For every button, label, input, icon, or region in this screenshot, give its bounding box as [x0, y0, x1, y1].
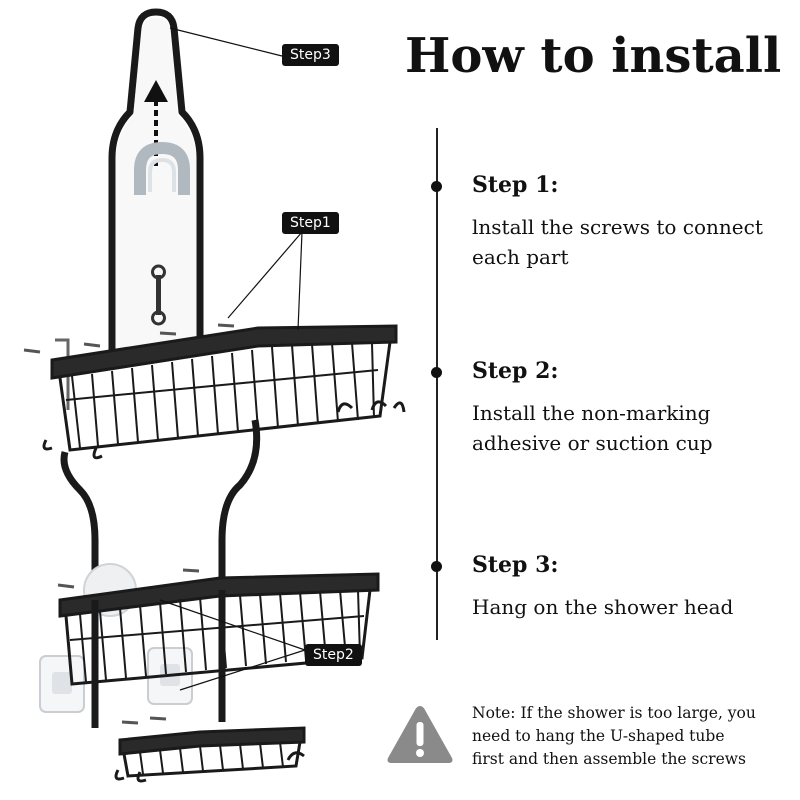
step-2-heading: Step 2: [472, 358, 559, 384]
step-3: Step 3: Hang on the shower head [472, 552, 792, 622]
timeline-dot-step3 [431, 561, 442, 572]
note-line1: Note: If the shower is too large, you [472, 704, 756, 722]
callout-step3: Step3 [282, 44, 339, 66]
u-tube-icon [134, 141, 190, 195]
step-3-text-line1: Hang on the shower head [472, 595, 734, 619]
step-2: Step 2: Install the non-marking adhesive… [472, 358, 792, 458]
step-1: Step 1: lnstall the screws to connect ea… [472, 172, 792, 272]
upper-frame [108, 8, 204, 352]
upper-frame-glass [116, 18, 196, 350]
up-arrow-icon [144, 80, 168, 170]
product-illustration [23, 8, 406, 783]
step-3-heading: Step 3: [472, 552, 559, 578]
callout-step2: Step2 [305, 644, 362, 666]
page-title: How to install [405, 28, 782, 84]
step-2-text-line1: Install the non-marking [472, 401, 711, 425]
warning-icon [387, 706, 453, 763]
screws-middle [57, 568, 200, 725]
lower-frame [91, 590, 226, 728]
screws-top [23, 323, 235, 410]
wrench-icon [151, 264, 166, 326]
timeline-dot-step1 [431, 181, 442, 192]
callout-lines [159, 27, 306, 691]
timeline-dot-step2 [431, 367, 442, 378]
step-1-text-line1: lnstall the screws to connect [472, 215, 763, 239]
middle-frame [60, 419, 261, 600]
note-line3: first and then assemble the screws [472, 750, 746, 768]
step-2-text-line2: adhesive or suction cup [472, 431, 713, 455]
top-basket [42, 324, 406, 460]
step-1-heading: Step 1: [472, 172, 559, 198]
bottom-basket [114, 726, 306, 783]
note-text: Note: If the shower is too large, you ne… [472, 702, 792, 771]
step-1-text-line2: each part [472, 245, 569, 269]
note-line2: need to hang the U-shaped tube [472, 727, 725, 745]
callout-step1: Step1 [282, 212, 339, 234]
timeline-line [436, 128, 438, 640]
